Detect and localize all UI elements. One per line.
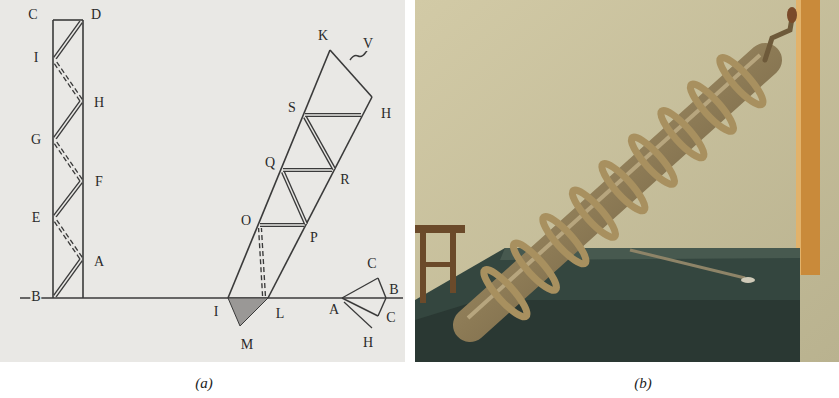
- point-letter: P: [309, 231, 319, 245]
- point-letter: C: [385, 311, 396, 325]
- point-letter: A: [93, 255, 105, 269]
- point-letter: H: [362, 336, 374, 350]
- point-letter: C: [366, 257, 377, 271]
- point-letter: M: [240, 338, 254, 352]
- point-letter: B: [388, 283, 399, 297]
- point-letter: A: [328, 303, 340, 317]
- point-letter: D: [90, 8, 102, 22]
- point-letter: L: [275, 307, 286, 321]
- point-letter: H: [380, 107, 392, 121]
- point-letter: I: [33, 51, 40, 65]
- point-letter: S: [287, 101, 297, 115]
- point-letter: V: [362, 37, 374, 51]
- screw-photo: [415, 0, 839, 362]
- point-letter: Q: [264, 156, 276, 170]
- point-letter: R: [339, 173, 350, 187]
- point-letter: K: [317, 29, 329, 43]
- panel-caption: (a): [194, 376, 214, 391]
- point-letter: I: [213, 305, 220, 319]
- point-letter: G: [30, 133, 42, 147]
- panel-caption: (b): [633, 376, 653, 391]
- point-letter: H: [93, 96, 105, 110]
- point-letter: E: [31, 211, 42, 225]
- point-letter: O: [240, 214, 252, 228]
- point-letter: C: [27, 8, 38, 22]
- scan-ground: [0, 0, 405, 362]
- point-letter: F: [94, 175, 104, 189]
- geometry-drawing: [20, 20, 403, 328]
- point-letter: B: [30, 290, 41, 304]
